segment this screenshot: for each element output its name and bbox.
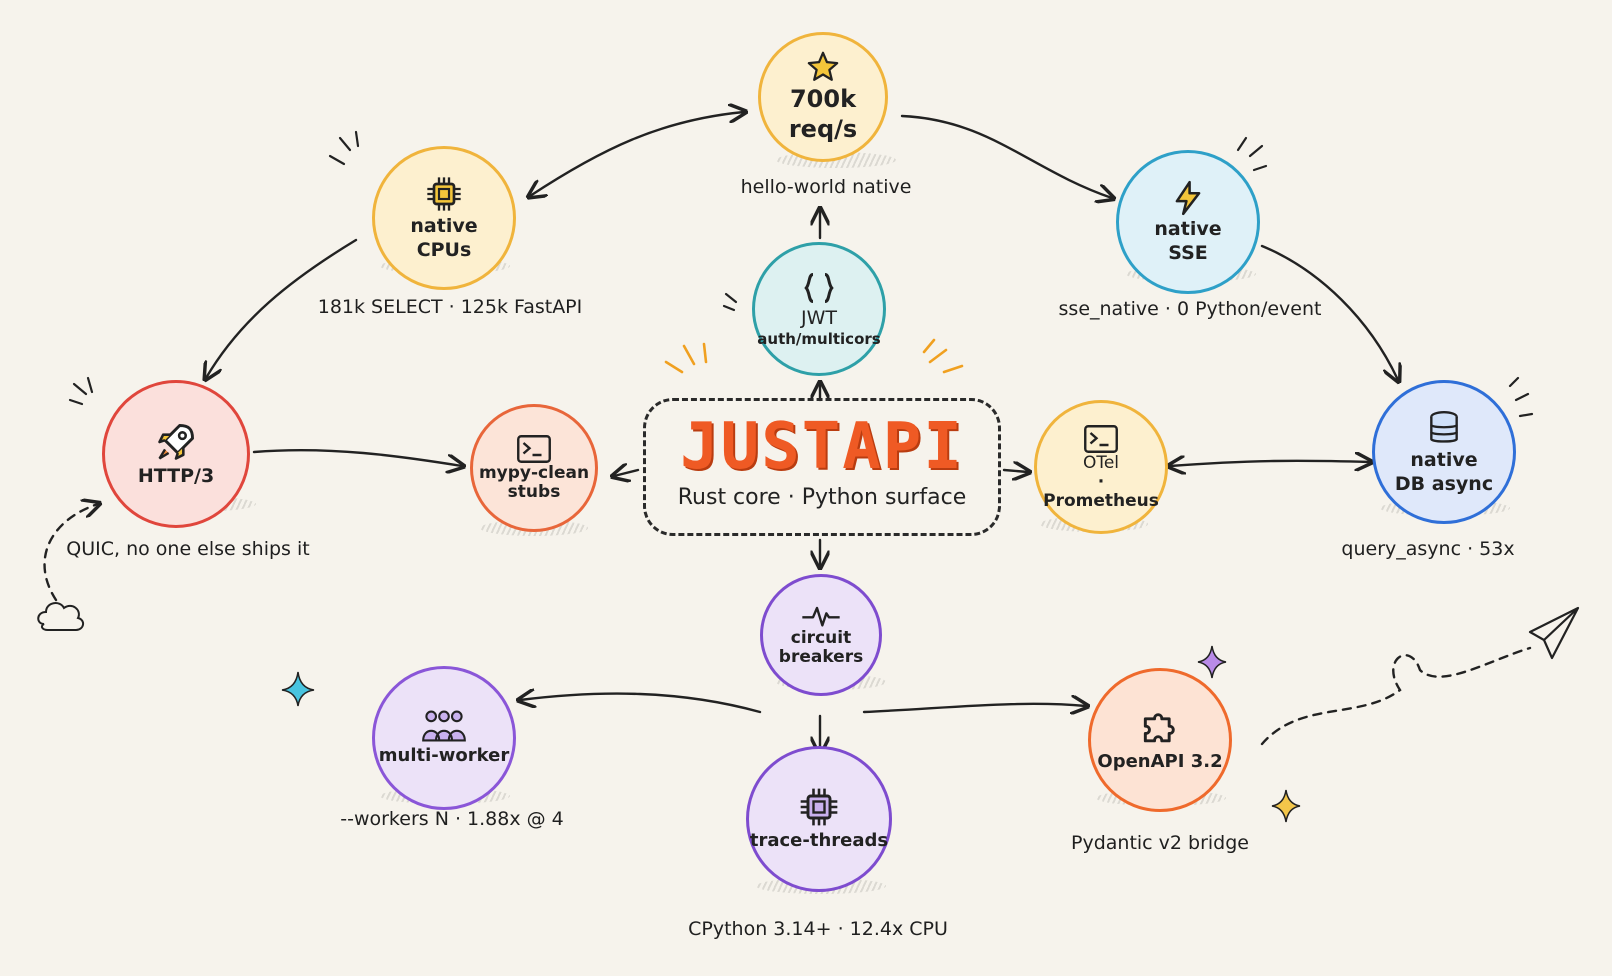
node-label: auth/multicors (757, 329, 881, 348)
node-label: JWT (801, 306, 837, 329)
node-label: stubs (507, 482, 561, 502)
edge-sse-db (1260, 244, 1398, 380)
edge-circuit-openapi (862, 704, 1086, 712)
dashed-http3-cloud (43, 504, 98, 602)
rocket-icon (158, 424, 194, 460)
node-caption: --workers N · 1.88x @ 4 (340, 808, 564, 830)
braces-icon (804, 272, 834, 303)
node-throughput: 700k req/s (758, 32, 888, 162)
node-http3: HTTP/3 (102, 380, 250, 528)
edge-http3-mypy (252, 448, 462, 466)
node-caption: QUIC, no one else ships it (66, 538, 310, 560)
node-circuit-breakers: circuit breakers (760, 574, 882, 696)
node-label: native (1410, 449, 1478, 471)
paper-plane-icon (1528, 606, 1580, 660)
node-label: DB async (1394, 473, 1494, 495)
node-multi-worker: multi-worker (372, 666, 516, 810)
node-label: req/s (788, 115, 858, 143)
edge-cpus-top (530, 112, 744, 196)
node-caption: 181k SELECT · 125k FastAPI (317, 296, 583, 318)
node-label: multi-worker (378, 745, 510, 766)
center-spark-marks (664, 338, 964, 374)
center-title-box: JUSTAPI Rust core · Python surface (643, 398, 1001, 536)
node-mypy-stubs: mypy-clean stubs (470, 404, 598, 532)
node-caption: Pydantic v2 bridge (1071, 832, 1249, 854)
app-title: JUSTAPI (680, 410, 964, 484)
edge-cpus-http3 (206, 238, 358, 378)
cpu-icon (427, 177, 461, 211)
node-caption: query_async · 53x (1341, 538, 1515, 560)
node-caption: CPython 3.14+ · 12.4x CPU (688, 918, 948, 940)
app-subtitle: Rust core · Python surface (677, 485, 967, 510)
node-otel: OTel · Prometheus (1034, 400, 1168, 534)
sparkle-icon (1197, 645, 1227, 679)
node-jwt: JWT auth/multicors (752, 242, 886, 376)
puzzle-icon (1143, 713, 1175, 743)
node-label: native (410, 215, 478, 237)
node-label: native (1154, 218, 1222, 240)
users-icon (422, 710, 466, 742)
edge-top-sse (900, 114, 1112, 198)
node-trace-threads: trace-threads (746, 746, 892, 892)
node-label: OTel (1082, 452, 1120, 473)
terminal-icon (517, 435, 551, 463)
terminal-icon (1084, 424, 1118, 453)
node-label: circuit (790, 628, 852, 648)
chip-icon (800, 788, 838, 826)
edge-circuit-workers (520, 694, 762, 714)
edge-otel-db (1170, 461, 1370, 466)
node-caption: hello-world native (740, 176, 912, 198)
node-native-cpus: native CPUs (372, 146, 516, 290)
star-icon (807, 51, 839, 81)
sparkle-icon (281, 671, 315, 707)
node-caption: sse_native · 0 Python/event (1058, 298, 1322, 320)
dashed-plane-trail (1260, 646, 1532, 746)
pulse-icon (802, 606, 840, 627)
node-label: trace-threads (749, 830, 889, 851)
lightning-icon (1175, 180, 1201, 216)
emphasis-marks (68, 130, 1534, 418)
node-native-sse: native SSE (1116, 150, 1260, 294)
node-label: CPUs (416, 239, 472, 261)
edge-center-mypy (614, 470, 640, 476)
node-label: · Prometheus (1043, 471, 1159, 511)
node-native-db: native DB async (1372, 380, 1516, 524)
node-label: mypy-clean (478, 463, 590, 483)
sparkle-icon (1271, 789, 1301, 823)
edge-center-otel (1002, 470, 1028, 472)
node-label: OpenAPI 3.2 (1097, 751, 1223, 772)
node-openapi: OpenAPI 3.2 (1088, 668, 1232, 812)
database-icon (1430, 410, 1458, 443)
cloud-icon (37, 602, 84, 631)
node-label: SSE (1168, 242, 1208, 264)
node-label: HTTP/3 (137, 465, 215, 487)
node-label: 700k (789, 85, 857, 113)
node-label: breakers (778, 647, 864, 667)
